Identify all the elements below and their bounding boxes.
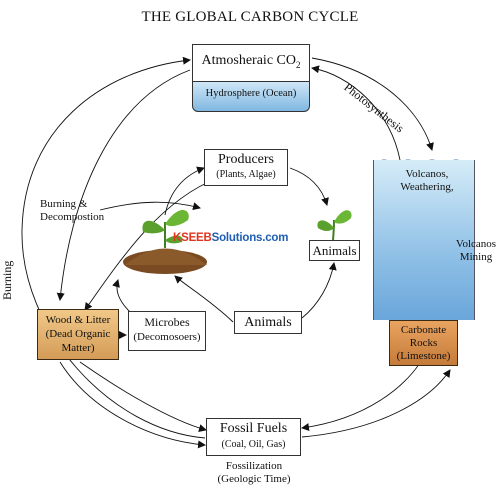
fossil-fuels-subtitle: (Coal, Oil, Gas) <box>221 439 286 450</box>
ocean-water-column <box>373 160 475 320</box>
arrow-plant-to-producers <box>164 166 205 216</box>
volcanos-mining-label: Volcanos Mining <box>452 238 500 264</box>
arrow-atm-to-wood <box>56 69 191 301</box>
arrow-animals-to-animals <box>301 262 337 319</box>
plant-soil-illustration <box>123 209 207 274</box>
arrow-microbes-to-plant <box>112 279 131 313</box>
diagram-title: THE GLOBAL CARBON CYCLE <box>141 9 359 25</box>
microbes-title: Microbes <box>144 315 190 329</box>
volcanos-mining-line-2: Mining <box>459 251 493 263</box>
small-plant-illustration <box>317 210 352 241</box>
carbonate-line-2: Rocks <box>409 337 438 349</box>
arrow-ocean-to-atm <box>311 65 401 161</box>
animals-box-large: Animals <box>234 311 302 334</box>
fossil-fuels-title: Fossil Fuels <box>219 421 288 436</box>
producers-box: Producers (Plants, Algae) <box>204 149 288 186</box>
wood-litter-box: Wood & Litter (Dead Organic Matter) <box>37 309 119 360</box>
producers-subtitle: (Plants, Algae) <box>216 169 276 180</box>
arrow-producers-to-animals <box>289 167 329 206</box>
watermark-part2: Solutions <box>211 232 263 244</box>
atmosphere-label: Atmosheraic CO <box>201 53 296 68</box>
producers-title: Producers <box>218 152 274 167</box>
arrow-wood-to-fossil <box>59 361 206 449</box>
burning-decomposition-label: Burning & Decompostion <box>40 198 104 224</box>
atmosphere-co2-box: Atmosheraic CO2 <box>192 44 310 82</box>
burning-decomposition-line-1: Burning & <box>40 198 88 210</box>
arrow-burning-decomp <box>99 201 201 211</box>
hydrosphere-box: Hydrosphere (Ocean) <box>192 82 310 112</box>
animals-box-small: Animals <box>309 240 360 261</box>
watermark-logo: KSEEBSolutions.com <box>173 232 288 244</box>
burning-decomposition-line-2: Decompostion <box>40 211 105 223</box>
burning-label: Burning <box>0 260 14 300</box>
wood-line-2: (Dead Organic <box>45 328 111 340</box>
fossil-fuels-box: Fossil Fuels (Coal, Oil, Gas) <box>206 418 301 456</box>
arrow-producers-to-wood <box>84 177 219 311</box>
fossilization-line-1: Fossilization <box>225 460 283 472</box>
volcanos-mining-line-1: Volcanos <box>455 238 497 250</box>
arrow-atmosphere-to-producers-right <box>311 57 434 151</box>
carbonate-line-1: Carbonate <box>400 324 447 336</box>
carbonate-line-3: (Limestone) <box>396 350 451 362</box>
wood-line-3: Matter) <box>61 342 95 354</box>
arrow-animals-to-plant <box>174 275 234 323</box>
atmosphere-subscript: 2 <box>295 59 301 70</box>
volcanos-weathering-label: Volcanos, Weathering, <box>392 168 462 194</box>
microbes-subtitle: (Decomosoers) <box>133 331 201 343</box>
watermark-part3: .com <box>262 232 289 244</box>
watermark-part1: KSEEB <box>173 232 212 244</box>
fossilization-label: Fossilization (Geologic Time) <box>210 460 298 486</box>
arrow-fossil-to-ocean <box>301 369 451 438</box>
carbonate-rocks-box: Carbonate Rocks (Limestone) <box>389 320 458 366</box>
arrow-fossil-to-left-burning <box>21 56 206 439</box>
volcanos-weathering-line-1: Volcanos, <box>405 168 449 180</box>
volcanos-weathering-line-2: Weathering, <box>400 181 454 193</box>
microbes-box: Microbes (Decomosoers) <box>128 311 206 351</box>
wood-line-1: Wood & Litter <box>45 314 111 326</box>
fossilization-line-2: (Geologic Time) <box>217 473 291 485</box>
arrow-wood-inner <box>79 361 207 432</box>
